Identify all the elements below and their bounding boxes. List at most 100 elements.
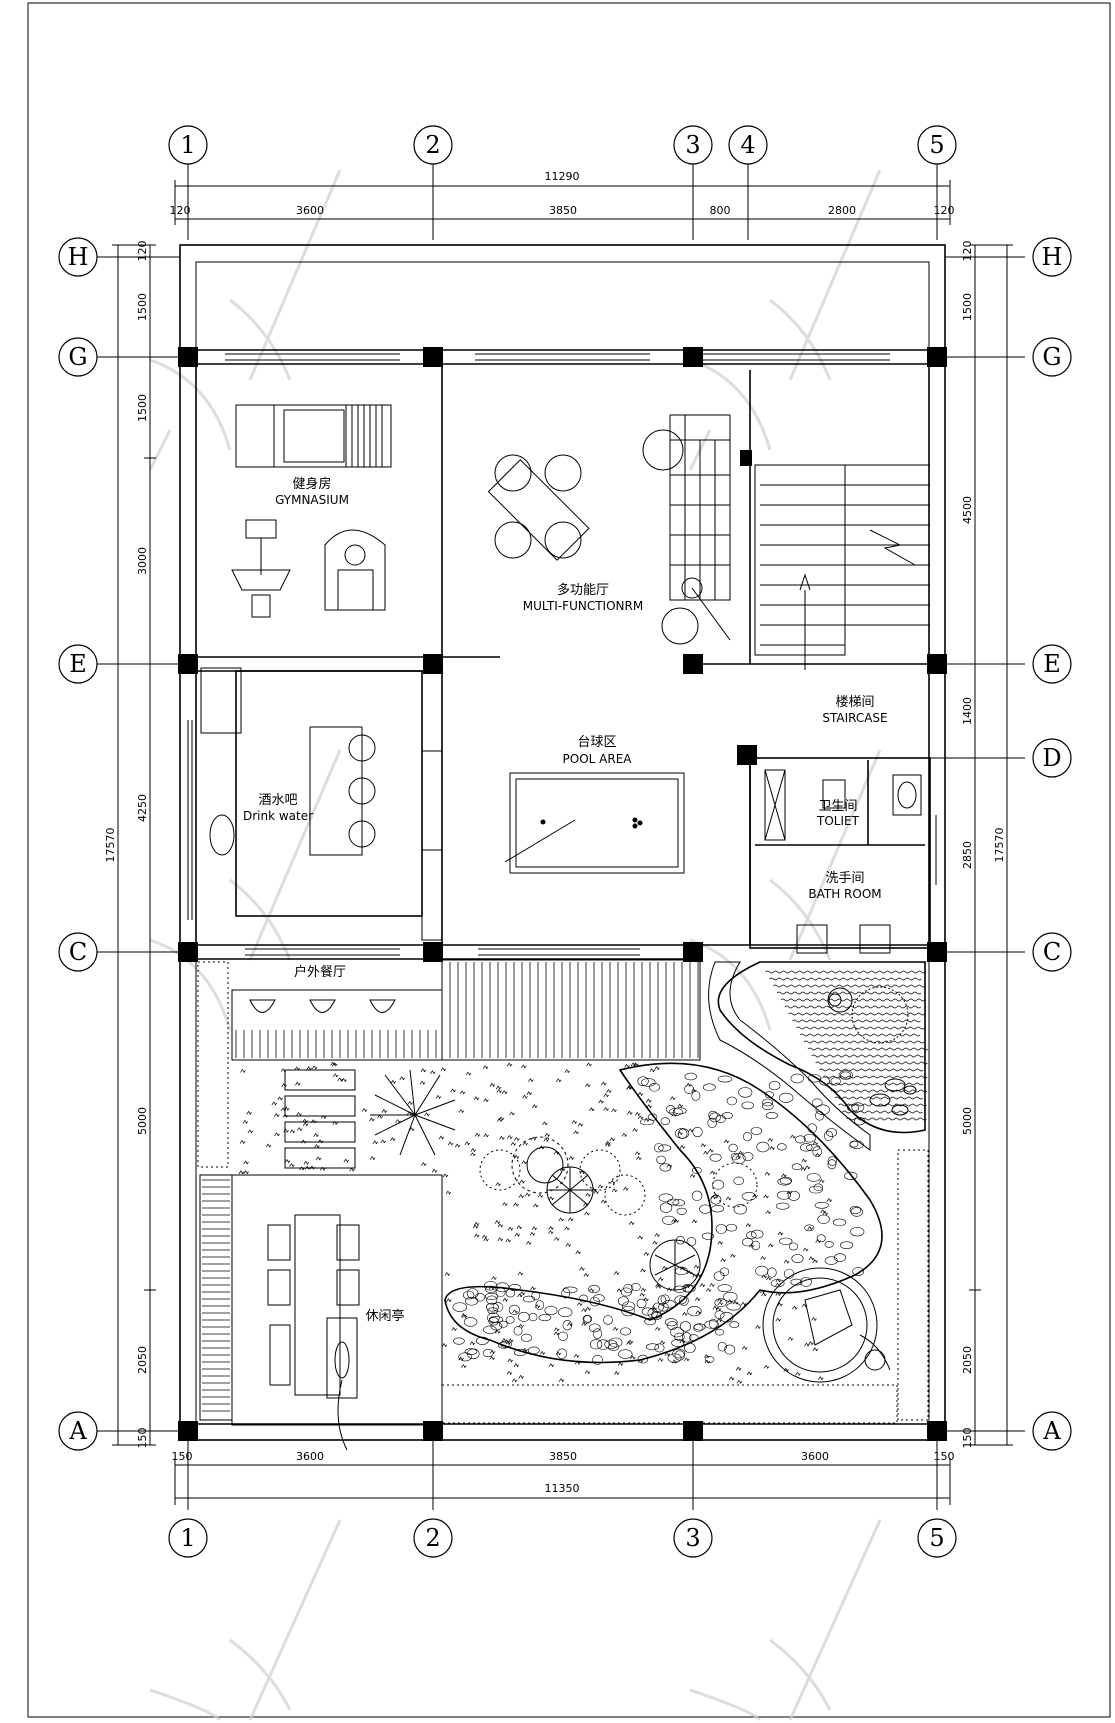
svg-text:A: A [1042, 1417, 1061, 1445]
dim-top-seg: 3600 [296, 204, 324, 217]
svg-text:E: E [1043, 650, 1061, 678]
axis-bubble-right: H [1032, 237, 1072, 277]
dimension-labels: 11290 120 3600 3850 800 2800 120 150 360… [104, 170, 1006, 1495]
svg-text:3: 3 [685, 1524, 700, 1552]
room-label-stair-en: STAIRCASE [822, 711, 887, 725]
dim-top-overall: 11290 [545, 170, 580, 183]
dim-top-seg: 120 [934, 204, 955, 217]
dim-left-seg: 2050 [136, 1346, 149, 1374]
svg-text:1: 1 [180, 1524, 195, 1552]
axis-bubble-left: E [58, 644, 98, 684]
shrub-borders [197, 961, 929, 1424]
staircase-treads [760, 464, 930, 670]
dim-bottom-seg: 3850 [549, 1450, 577, 1463]
dim-top-seg: 3850 [549, 204, 577, 217]
dim-left-seg: 5000 [136, 1107, 149, 1135]
axis-bubble-top: 3 [673, 125, 713, 165]
dim-right-seg: 1500 [961, 293, 974, 321]
svg-text:5: 5 [929, 1524, 944, 1552]
dim-left-seg: 1500 [136, 394, 149, 422]
axis-bubble-left: C [58, 932, 98, 972]
dim-right-seg: 2050 [961, 1346, 974, 1374]
dim-right-seg: 150 [961, 1428, 974, 1449]
dim-right-overall: 17570 [993, 828, 1006, 863]
dim-right-seg: 120 [961, 241, 974, 262]
leisure-pavilion [231, 1174, 443, 1451]
dim-bottom-seg: 150 [172, 1450, 193, 1463]
axis-bubble-right: C [1032, 932, 1072, 972]
axis-bubble-right: E [1032, 644, 1072, 684]
svg-text:3: 3 [685, 131, 700, 159]
svg-text:2: 2 [425, 131, 440, 159]
pebble-path [444, 1062, 883, 1364]
dimension-lines [112, 180, 1013, 1505]
dining-set [487, 454, 590, 561]
svg-text:C: C [69, 938, 87, 966]
dim-top-seg: 120 [170, 204, 191, 217]
room-label-bath-en: BATH ROOM [808, 887, 881, 901]
sofa-set [642, 414, 731, 645]
svg-text:E: E [69, 650, 87, 678]
axis-bubble-bottom: 2 [413, 1518, 453, 1558]
dim-bottom-overall: 11350 [545, 1482, 580, 1495]
plants [370, 986, 917, 1291]
axis-bubble-top: 4 [728, 125, 768, 165]
room-label-leisure-cn: 休闲亭 [365, 1308, 404, 1324]
axis-bubble-left: A [58, 1411, 98, 1451]
dim-top-seg: 800 [710, 204, 731, 217]
toilet-fixtures [764, 769, 922, 954]
axis-bubble-right: A [1032, 1411, 1072, 1451]
room-label-toilet-en: TOLIET [816, 814, 860, 828]
dim-right-seg: 1400 [961, 697, 974, 725]
outdoor-decking [199, 959, 701, 1421]
dim-left-overall: 17570 [104, 828, 117, 863]
axis-bubble-top: 1 [168, 125, 208, 165]
dim-bottom-seg: 150 [934, 1450, 955, 1463]
svg-text:2: 2 [425, 1524, 440, 1552]
grass-texture [238, 1061, 833, 1384]
dim-right-seg: 5000 [961, 1107, 974, 1135]
dim-left-seg: 120 [136, 241, 149, 262]
room-label-bar-cn: 酒水吧 [258, 793, 297, 808]
room-label-multi-cn: 多功能厅 [557, 582, 609, 598]
bar-counter [200, 667, 376, 856]
water-pond [708, 961, 926, 1151]
room-label-bath-cn: 洗手间 [825, 871, 864, 886]
watermark [148, 169, 882, 1722]
axis-bubble-bottom: 1 [168, 1518, 208, 1558]
axis-bubble-top: 5 [917, 125, 957, 165]
dim-right-seg: 4500 [961, 496, 974, 524]
pebble-fill [452, 1070, 866, 1365]
svg-text:A: A [68, 1417, 87, 1445]
svg-text:C: C [1043, 938, 1061, 966]
room-label-outdoor-cn: 户外餐厅 [294, 964, 346, 980]
dim-left-seg: 3000 [136, 547, 149, 575]
gym-equipment [231, 404, 392, 618]
svg-text:1: 1 [180, 131, 195, 159]
svg-text:G: G [1042, 343, 1061, 371]
dim-left-seg: 4250 [136, 794, 149, 822]
room-label-stair-cn: 楼梯间 [835, 695, 874, 710]
room-label-gym-cn: 健身房 [292, 476, 331, 492]
axis-bubble-top: 2 [413, 125, 453, 165]
svg-text:5: 5 [929, 131, 944, 159]
drawing-frame [27, 2, 1111, 1718]
dim-top-seg: 2800 [828, 204, 856, 217]
svg-text:4: 4 [740, 131, 755, 159]
room-label-toilet-cn: 卫生间 [818, 799, 857, 814]
room-label-bar-en: Drink water [243, 809, 313, 823]
room-label-pool-en: POOL AREA [563, 752, 633, 766]
round-lounge [762, 1267, 891, 1383]
svg-text:D: D [1042, 744, 1061, 772]
axis-bubble-bottom: 5 [917, 1518, 957, 1558]
room-label-gym-en: GYMNASIUM [275, 493, 349, 507]
axis-bubble-right: G [1032, 337, 1072, 377]
axis-bubbles: 1 2 3 4 5 1 2 3 5 H G E C A H G E D C A [58, 125, 1072, 1558]
svg-text:G: G [68, 343, 87, 371]
dim-bottom-seg: 3600 [801, 1450, 829, 1463]
room-label-multi-en: MULTI-FUNCTIONRM [523, 599, 643, 613]
dim-left-seg: 150 [136, 1428, 149, 1449]
axis-bubble-right: D [1032, 738, 1072, 778]
pool-table [504, 772, 685, 874]
